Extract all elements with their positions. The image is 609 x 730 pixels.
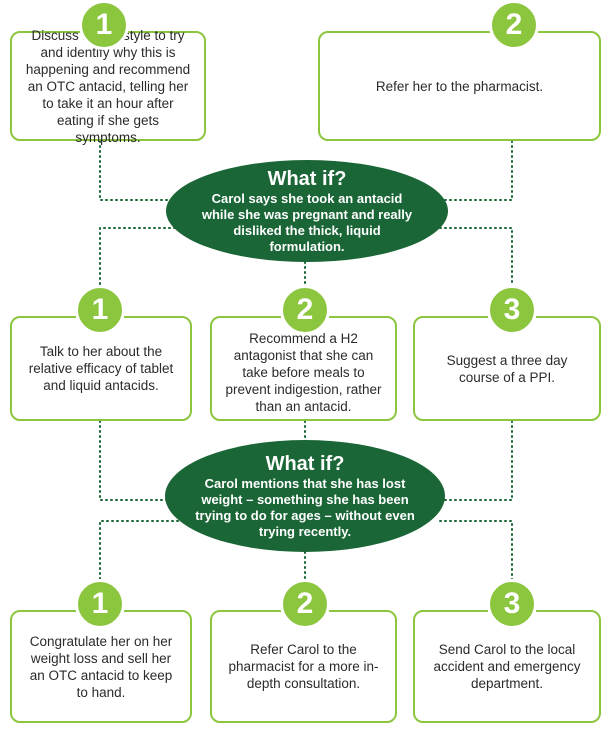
option-box-row1-1: Discuss her lifestyle to try and identif… <box>10 28 206 145</box>
number-badge: 1 <box>75 579 125 629</box>
connector-o1-r2-1 <box>99 227 176 293</box>
number-badge: 2 <box>489 0 539 50</box>
option-text: Discuss her lifestyle to try and identif… <box>25 27 191 145</box>
connector-r1-2 <box>439 140 513 201</box>
connector-r2-1 <box>99 420 179 501</box>
option-text: Congratulate her on her weight loss and … <box>29 633 173 700</box>
option-text: Refer her to the pharmacist. <box>375 78 544 94</box>
whatif-title: What if? <box>265 453 345 475</box>
connector-o2-r3-3 <box>439 520 513 586</box>
number-badge: 2 <box>280 285 330 335</box>
option-text: Talk to her about the relative efficacy … <box>28 344 174 393</box>
number-badge: 1 <box>75 285 125 335</box>
option-text: Refer Carol to the pharmacist for a more… <box>228 642 379 691</box>
option-box-row3-2: Refer Carol to the pharmacist for a more… <box>210 610 397 723</box>
option-text: Recommend a H2 antagonist that she can t… <box>225 331 382 414</box>
whatif-title: What if? <box>267 168 347 190</box>
connector-r2-3 <box>439 420 513 501</box>
whatif-text: Carol mentions that she has lost weight … <box>195 476 415 539</box>
number-badge: 1 <box>79 0 129 50</box>
option-box-row3-3: Send Carol to the local accident and eme… <box>413 610 601 723</box>
whatif-text: Carol says she took an antacid while she… <box>201 191 413 254</box>
connector-o2-r3-1 <box>99 520 179 586</box>
number-badge: 2 <box>280 579 330 629</box>
option-text: Suggest a three day course of a PPI. <box>446 352 568 385</box>
option-text: Send Carol to the local accident and eme… <box>433 642 581 691</box>
option-box-row1-2: Refer her to the pharmacist. <box>318 31 601 141</box>
option-box-row2-3: Suggest a three day course of a PPI. <box>413 316 601 421</box>
connector-r1-1 <box>99 140 176 201</box>
number-badge: 3 <box>487 579 537 629</box>
whatif-oval-2: What if? Carol mentions that she has los… <box>165 440 445 552</box>
connector-o1-r2-3 <box>439 227 513 293</box>
option-box-row2-2: Recommend a H2 antagonist that she can t… <box>210 316 397 421</box>
whatif-oval-1: What if? Carol says she took an antacid … <box>166 160 448 262</box>
number-badge: 3 <box>487 285 537 335</box>
